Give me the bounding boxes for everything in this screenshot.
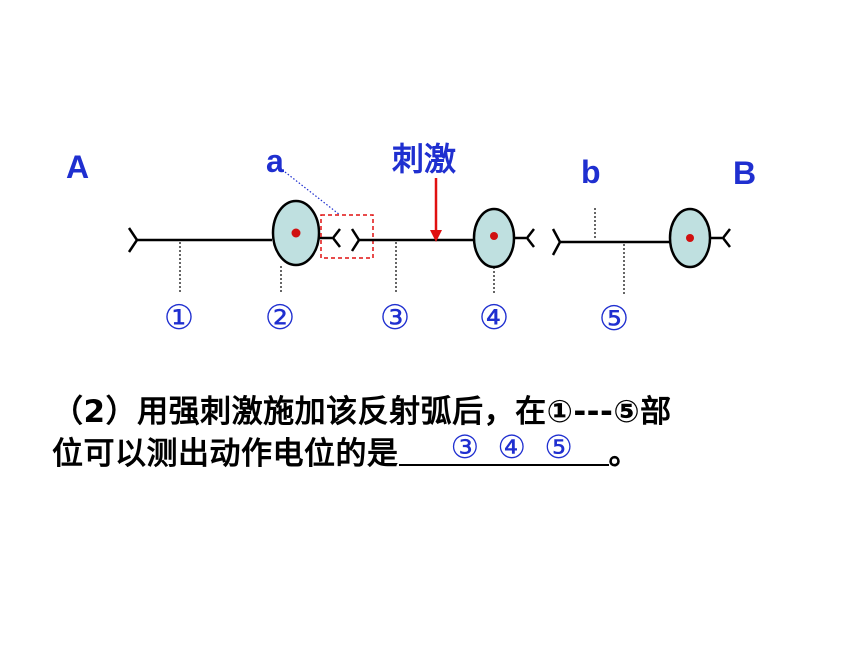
label-a-leader [284, 171, 341, 216]
marker-leaders [179, 208, 625, 295]
nucleus [291, 228, 301, 238]
answer-blank: ③ ④ ⑤ [398, 428, 609, 466]
question-line-2-prefix: 位可以测出动作电位的是 [52, 436, 399, 472]
question-line-1: （2）用强刺激施加该反射弧后，在①---⑤部 [52, 394, 672, 430]
marker-1: ① [164, 298, 194, 338]
axon-terminal [331, 228, 341, 248]
neuron-3 [551, 207, 731, 269]
synapse-highlight-box [320, 214, 374, 259]
marker-5: ⑤ [599, 299, 629, 339]
dendrite-ending [127, 227, 139, 253]
marker-2: ② [265, 298, 295, 338]
label-b: b [581, 154, 601, 190]
axon-terminal [721, 228, 731, 248]
stimulus-arrow [430, 178, 442, 242]
neuron-2 [350, 207, 535, 269]
label-stimulus: 刺激 [392, 140, 456, 178]
question-line-2-suffix: 。 [608, 436, 640, 472]
label-a: a [266, 143, 284, 179]
dendrite-ending [551, 228, 562, 256]
nucleus [490, 232, 498, 240]
answer-text: ③ ④ ⑤ [450, 428, 577, 466]
marker-4: ④ [479, 298, 509, 338]
marker-3: ③ [380, 298, 410, 338]
axon-terminal [525, 228, 535, 248]
neuron-1 [127, 199, 341, 267]
nucleus [686, 234, 694, 242]
label-A: A [66, 149, 89, 185]
question-line-2: 位可以测出动作电位的是 ③ ④ ⑤ 。 [52, 428, 640, 473]
dendrite-ending [350, 228, 361, 252]
label-B: B [733, 155, 756, 191]
